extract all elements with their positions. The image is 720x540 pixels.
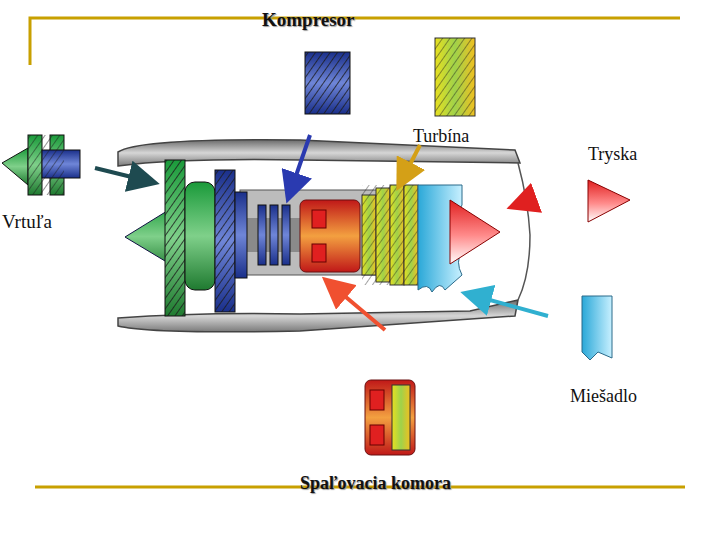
- burner: [312, 210, 326, 228]
- turbine-part: [435, 38, 475, 116]
- compressor-hatch: [215, 170, 235, 312]
- part-label: Turbína: [413, 127, 469, 147]
- compressor-stage: [235, 192, 247, 278]
- tail-cone: [450, 200, 500, 264]
- turbine-part-hatch: [435, 38, 475, 116]
- fan-blades: [165, 160, 185, 316]
- combustor-part-burner: [370, 425, 384, 445]
- part-label: Tryska: [588, 145, 637, 165]
- leader-arrow: [514, 198, 536, 206]
- turbine-hatch: [362, 185, 418, 285]
- combustor-part-burner: [370, 390, 384, 410]
- leader-arrow: [328, 282, 385, 330]
- part-label: Vrtuľa: [2, 212, 52, 233]
- nozzle-part: [588, 180, 630, 222]
- compressor-stage: [215, 170, 235, 312]
- combustor-part-liner: [392, 385, 410, 450]
- exhaust-outline: [518, 163, 530, 300]
- combustion-chamber: [300, 200, 360, 272]
- burner: [312, 244, 326, 262]
- compressor-stage: [270, 205, 278, 265]
- leader-arrow: [95, 168, 152, 182]
- leader-arrow: [400, 145, 420, 184]
- fan-hub: [185, 182, 215, 290]
- part-label: Spaľovacia komora: [300, 474, 451, 494]
- frame-line: [30, 18, 680, 65]
- propeller-part-hatch: [28, 135, 64, 195]
- leader-arrow: [468, 294, 548, 316]
- part-label: Miešadlo: [570, 387, 637, 407]
- compressor-part-hatch: [305, 52, 350, 114]
- fan-hatch: [165, 160, 185, 316]
- propeller-part: [2, 148, 28, 185]
- mixer-part: [582, 296, 612, 360]
- leader-arrow: [289, 135, 310, 196]
- compressor-stage: [282, 205, 290, 265]
- part-label: Kompresor: [262, 10, 355, 31]
- compressor-stage: [258, 205, 266, 265]
- compressor-part: [305, 52, 350, 114]
- combustor-part: [365, 380, 415, 455]
